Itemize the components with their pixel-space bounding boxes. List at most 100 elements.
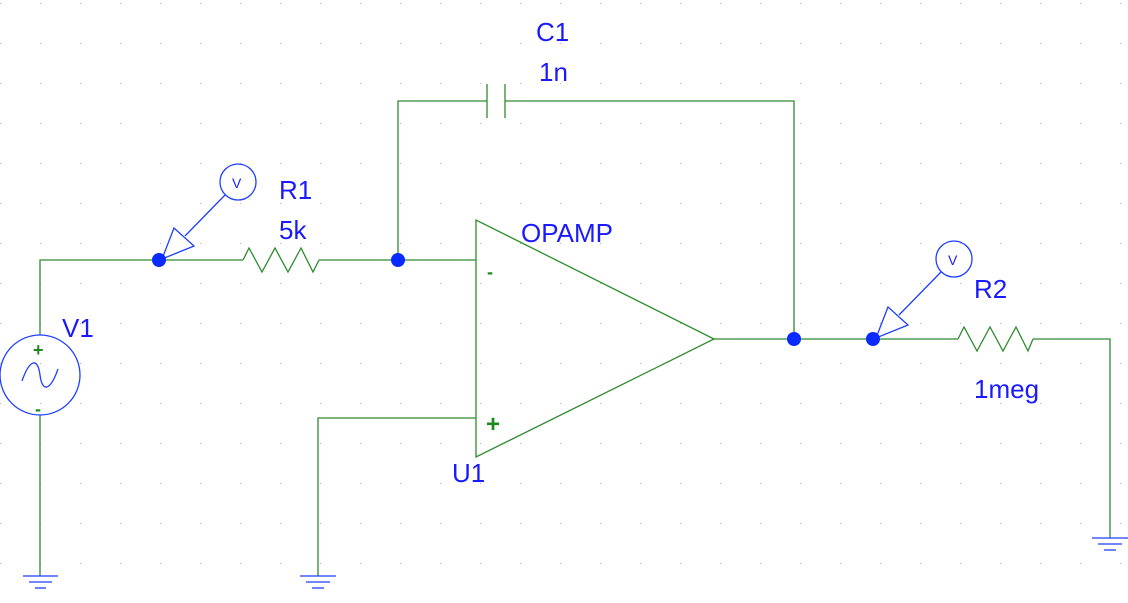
grid-dot bbox=[720, 3, 721, 4]
grid-dot bbox=[520, 243, 521, 244]
junction-node-inverting bbox=[391, 253, 405, 267]
grid-dot bbox=[920, 123, 921, 124]
grid-dot bbox=[160, 403, 161, 404]
grid-dot bbox=[680, 3, 681, 4]
v1-positive-pin-label: + bbox=[33, 340, 44, 360]
grid-dot bbox=[400, 403, 401, 404]
grid-dot bbox=[120, 403, 121, 404]
grid-dot bbox=[160, 563, 161, 564]
grid-dot bbox=[1040, 3, 1041, 4]
grid-dot bbox=[1120, 323, 1121, 324]
grid-dot bbox=[720, 443, 721, 444]
grid-dot bbox=[80, 283, 81, 284]
grid-dot bbox=[800, 363, 801, 364]
voltage-source-v1[interactable] bbox=[0, 334, 81, 416]
grid-dot bbox=[960, 443, 961, 444]
resistor-r1[interactable] bbox=[242, 246, 320, 274]
grid-dot bbox=[680, 563, 681, 564]
grid-dot bbox=[120, 283, 121, 284]
grid-dot bbox=[600, 323, 601, 324]
grid-dot bbox=[40, 203, 41, 204]
grid-dot bbox=[240, 163, 241, 164]
opamp-u1[interactable] bbox=[475, 218, 716, 459]
grid-dot bbox=[0, 323, 1, 324]
grid-dot bbox=[880, 483, 881, 484]
grid-dot bbox=[960, 203, 961, 204]
grid-dot bbox=[360, 323, 361, 324]
grid-dot bbox=[840, 283, 841, 284]
grid-dot bbox=[800, 283, 801, 284]
grid-dot bbox=[200, 483, 201, 484]
grid-dot bbox=[40, 123, 41, 124]
grid-dot bbox=[280, 83, 281, 84]
grid-dot bbox=[200, 283, 201, 284]
grid-dot bbox=[800, 563, 801, 564]
grid-dot bbox=[600, 283, 601, 284]
grid-dot bbox=[1080, 323, 1081, 324]
grid-dot bbox=[600, 123, 601, 124]
grid-dot bbox=[360, 203, 361, 204]
grid-dot bbox=[760, 83, 761, 84]
grid-dot bbox=[360, 43, 361, 44]
grid-dot bbox=[1000, 243, 1001, 244]
grid-dot bbox=[680, 83, 681, 84]
grid-dot bbox=[1000, 83, 1001, 84]
grid-dot bbox=[520, 83, 521, 84]
grid-dot bbox=[0, 3, 1, 4]
grid-dot bbox=[1120, 443, 1121, 444]
grid-dot bbox=[1040, 283, 1041, 284]
wire-r2-to-ground bbox=[1033, 338, 1111, 538]
grid-dot bbox=[880, 443, 881, 444]
grid-dot bbox=[800, 3, 801, 4]
grid-dot bbox=[600, 523, 601, 524]
resistor-r2[interactable] bbox=[957, 325, 1034, 353]
grid-dot bbox=[920, 323, 921, 324]
grid-dot bbox=[440, 243, 441, 244]
grid-dot bbox=[1080, 523, 1081, 524]
grid-dot bbox=[80, 123, 81, 124]
grid-dot bbox=[1000, 203, 1001, 204]
grid-dot bbox=[720, 123, 721, 124]
grid-dot bbox=[560, 163, 561, 164]
grid-dot bbox=[0, 43, 1, 44]
grid-dot bbox=[440, 523, 441, 524]
grid-dot bbox=[360, 363, 361, 364]
grid-dot bbox=[40, 363, 41, 364]
grid-dot bbox=[1040, 203, 1041, 204]
grid-dot bbox=[1080, 123, 1081, 124]
grid-dot bbox=[880, 163, 881, 164]
grid-dot bbox=[680, 323, 681, 324]
grid-dot bbox=[800, 443, 801, 444]
c1-ref-label: C1 bbox=[536, 17, 569, 47]
grid-dot bbox=[520, 123, 521, 124]
grid-dot bbox=[360, 3, 361, 4]
junction-node-input bbox=[152, 253, 166, 267]
grid-dot bbox=[880, 3, 881, 4]
grid-dot bbox=[360, 563, 361, 564]
grid-dot bbox=[1000, 363, 1001, 364]
grid-dot bbox=[720, 483, 721, 484]
grid-dot bbox=[200, 123, 201, 124]
grid-dot bbox=[560, 83, 561, 84]
grid-dot bbox=[480, 363, 481, 364]
voltage-probe-output[interactable]: V bbox=[874, 240, 973, 340]
grid-dot bbox=[160, 523, 161, 524]
grid-dot bbox=[1040, 83, 1041, 84]
grid-dot bbox=[800, 403, 801, 404]
grid-dot bbox=[800, 83, 801, 84]
voltage-probe-input[interactable]: V bbox=[160, 163, 257, 261]
grid-dot bbox=[800, 203, 801, 204]
grid-dot bbox=[760, 123, 761, 124]
grid-dot bbox=[1040, 43, 1041, 44]
grid-dot bbox=[1000, 323, 1001, 324]
grid-dot bbox=[600, 483, 601, 484]
grid-dot bbox=[720, 403, 721, 404]
grid-dot bbox=[800, 483, 801, 484]
grid-dot bbox=[400, 163, 401, 164]
grid-dot bbox=[1040, 483, 1041, 484]
opamp-inverting-pin-label: - bbox=[487, 262, 493, 282]
grid-dot bbox=[560, 323, 561, 324]
grid-dot bbox=[840, 123, 841, 124]
grid-dot bbox=[80, 483, 81, 484]
capacitor-c1[interactable] bbox=[486, 84, 506, 118]
